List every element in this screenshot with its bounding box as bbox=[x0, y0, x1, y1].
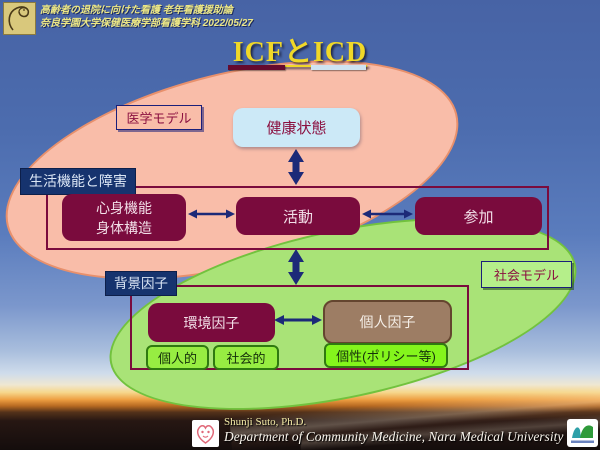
participation-box: 参加 bbox=[415, 197, 542, 235]
double-arrow-bodyfn-activity bbox=[188, 209, 235, 219]
double-arrow-environment-personal bbox=[274, 315, 322, 325]
title-underline-maroon bbox=[228, 65, 285, 70]
mascot-icon bbox=[192, 420, 219, 447]
functioning-disability-frame bbox=[46, 186, 549, 250]
environmental-factors-box: 環境因子 bbox=[148, 303, 275, 342]
contextual-factors-frame bbox=[130, 285, 469, 370]
university-crest-icon bbox=[3, 2, 36, 35]
double-arrow-activity-background bbox=[288, 249, 304, 285]
activity-box: 活動 bbox=[236, 197, 360, 235]
personal-factors-box: 個人因子 bbox=[323, 300, 452, 344]
header-affiliation-line: 奈良学園大学保健医療学部看護学科 2022/05/27 bbox=[40, 18, 253, 29]
medical-model-label: 医学モデル bbox=[116, 105, 202, 130]
footer-author: Shunji Suto, Ph.D. bbox=[224, 416, 307, 428]
social-chip: 社会的 bbox=[213, 345, 279, 370]
body-functions-line2: 身体構造 bbox=[96, 219, 152, 236]
functioning-section-label: 生活機能と障害 bbox=[20, 168, 136, 195]
header-course-line: 高齢者の退院に向けた看護 老年看護援助論 bbox=[40, 5, 233, 16]
footer-affiliation: Department of Community Medicine, Nara M… bbox=[224, 429, 564, 444]
personality-chip: 個性(ポリシー等) bbox=[324, 343, 448, 368]
body-functions-box: 心身機能 身体構造 bbox=[62, 194, 186, 241]
footer-credit: Shunji Suto, Ph.D. Department of Communi… bbox=[224, 416, 563, 444]
body-functions-text: 心身機能 身体構造 bbox=[96, 198, 152, 238]
personal-chip: 個人的 bbox=[146, 345, 209, 370]
background-section-label: 背景因子 bbox=[105, 271, 177, 296]
slide-title: ICFとICD bbox=[232, 37, 368, 68]
title-underline-blue bbox=[311, 65, 366, 70]
double-arrow-activity-participation bbox=[362, 209, 413, 219]
medical-university-logo-icon bbox=[567, 419, 598, 447]
social-model-label: 社会モデル bbox=[481, 261, 572, 288]
body-functions-line1: 心身機能 bbox=[96, 199, 152, 216]
health-condition-box: 健康状態 bbox=[233, 108, 360, 147]
double-arrow-health-activity bbox=[288, 149, 304, 185]
header-text: 高齢者の退院に向けた看護 老年看護援助論 奈良学園大学保健医療学部看護学科 20… bbox=[40, 4, 253, 30]
